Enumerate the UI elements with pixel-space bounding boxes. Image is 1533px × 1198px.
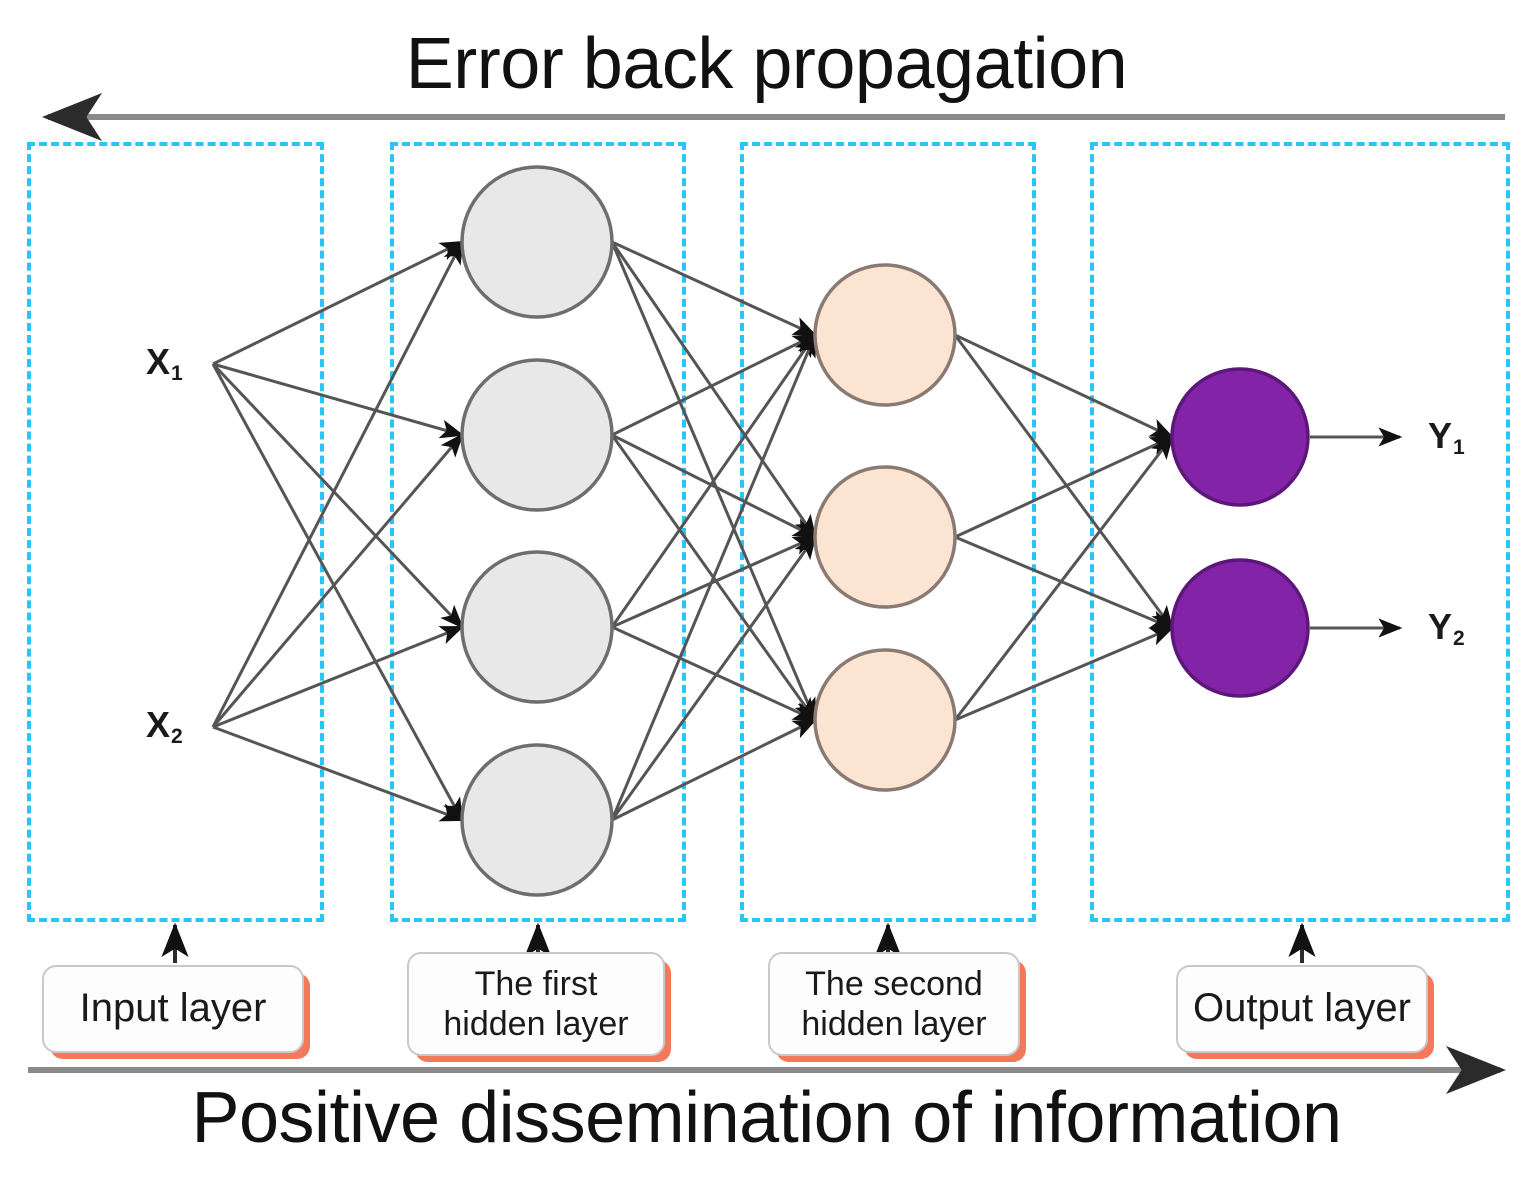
layer-tag-input-label: Input layer — [79, 986, 267, 1031]
input-label-x1-sub: 1 — [171, 362, 183, 385]
layer-tag-hidden2-line2: hidden layer — [801, 1005, 987, 1043]
edges-input-to-hidden1 — [211, 239, 465, 823]
layer-tag-hidden1: The first hidden layer — [407, 952, 665, 1056]
input-label-x2-text: X — [146, 704, 171, 745]
hidden2-node-1 — [813, 263, 957, 407]
hidden2-node-3 — [813, 648, 957, 792]
layer-tag-output-label: Output layer — [1193, 986, 1411, 1031]
output-label-y2-sub: 2 — [1453, 627, 1465, 650]
layer-tag-hidden1-line1: The first — [474, 964, 598, 1003]
layer-region-hidden1 — [390, 142, 686, 922]
hidden2-node-2 — [813, 465, 957, 609]
hidden1-node-3 — [460, 550, 614, 704]
input-label-x2: X2 — [146, 704, 183, 748]
hidden1-node-1 — [460, 165, 614, 319]
layer-tag-output: Output layer — [1176, 965, 1428, 1053]
output-nodes — [1170, 367, 1310, 698]
layer-tag-input: Input layer — [42, 965, 304, 1053]
page-title-top: Error back propagation — [405, 24, 1128, 104]
output-label-y2: Y2 — [1428, 606, 1465, 650]
hidden1-node-2 — [460, 358, 614, 512]
input-label-x2-sub: 2 — [171, 725, 183, 748]
page-title-bottom: Positive dissemination of information — [191, 1078, 1342, 1158]
edges-output-to-labels — [1310, 427, 1403, 638]
edges-hidden2-to-output — [953, 333, 1175, 722]
layer-region-hidden2 — [740, 142, 1036, 922]
output-label-y1-text: Y — [1428, 415, 1453, 456]
output-node-1 — [1170, 367, 1310, 507]
hidden1-nodes — [460, 165, 614, 897]
layer-region-input — [27, 142, 324, 922]
tag-pointer-arrows — [161, 922, 1316, 963]
output-node-2 — [1170, 558, 1310, 698]
layer-region-output — [1090, 142, 1510, 922]
output-label-y1-sub: 1 — [1453, 436, 1465, 459]
output-label-y1: Y1 — [1428, 415, 1465, 459]
hidden1-node-4 — [460, 743, 614, 897]
layer-tag-hidden2: The second hidden layer — [768, 952, 1020, 1056]
layer-tag-hidden1-line2: hidden layer — [443, 1005, 629, 1043]
hidden2-nodes — [813, 263, 957, 792]
input-label-x1: X1 — [146, 341, 183, 385]
input-label-x1-text: X — [146, 341, 171, 382]
edges-hidden1-to-hidden2 — [610, 240, 818, 822]
layer-tag-hidden2-line1: The second — [805, 964, 983, 1003]
output-label-y2-text: Y — [1428, 606, 1453, 647]
